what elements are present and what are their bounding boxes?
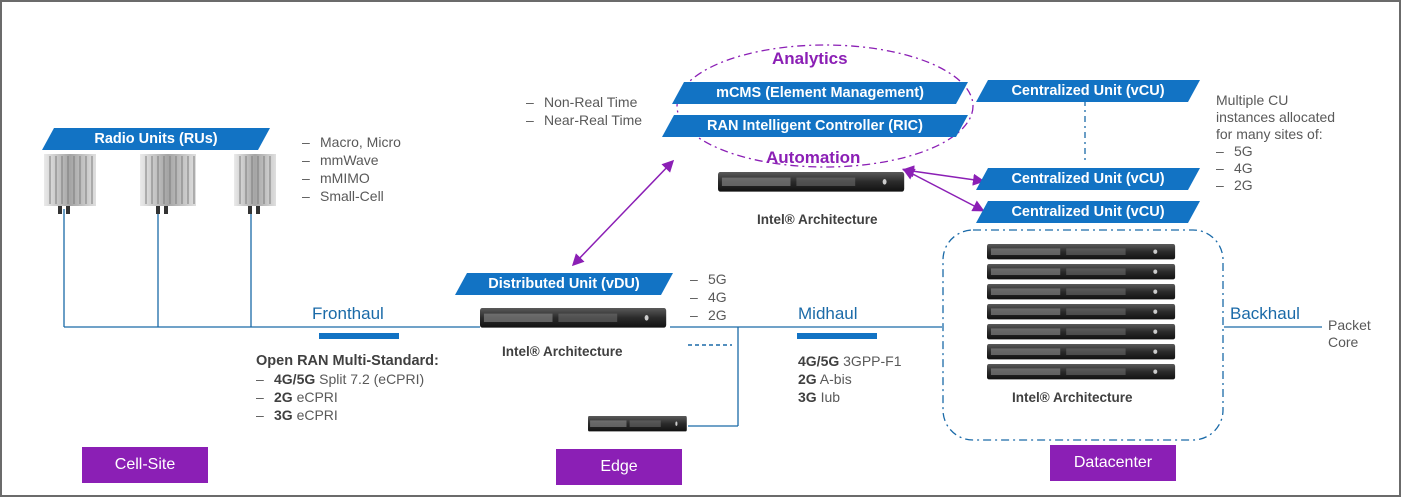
datacenter-box [942,229,1224,441]
fronthaul-bar [319,333,399,339]
ric-mode-list: –Non-Real Time –Near-Real Time [526,94,643,128]
small-server-icon [588,416,687,432]
ric-vcu-arrow [902,168,985,212]
top-server-icon [718,172,905,192]
midhaul-bar [797,333,877,339]
datacenter-architecture-label: Intel® Architecture [1012,390,1133,405]
midhaul-spec: 4G/5G 3GPP-F1 2G A-bis 3G Iub [798,353,902,405]
radio-unit-icon [140,154,196,214]
ru-type-list: –Macro, Micro –mmWave –mMIMO –Small-Cell [302,134,401,204]
packet-core-label: Packet Core [1328,317,1371,350]
cu-note: Multiple CU instances allocated for many… [1216,92,1336,193]
vcu-banner-1: Centralized Unit (vCU) [976,80,1200,102]
midhaul-label: Midhaul [798,304,858,323]
fronthaul-spec: Open RAN Multi-Standard: –4G/5G Split 7.… [256,353,439,423]
top-architecture-label: Intel® Architecture [757,212,878,227]
datacenter-server-stack [987,244,1176,380]
radio-units-image [44,154,276,214]
cell-site-label: Cell-Site [82,447,208,483]
analytics-ellipse [676,44,974,168]
du-generation-list: –5G –4G –2G [690,271,727,323]
analytics-label: Analytics [772,49,848,68]
du-ric-arrow [571,159,675,267]
fronthaul-spec-title: Open RAN Multi-Standard: [256,353,439,369]
mcms-banner: mCMS (Element Management) [672,82,968,104]
radio-unit-icon [234,154,276,214]
radio-units-banner: Radio Units (RUs) [42,128,270,150]
radio-unit-icon [44,154,96,214]
edge-architecture-label: Intel® Architecture [502,344,623,359]
vcu-banner-2: Centralized Unit (vCU) [976,168,1200,190]
edge-label: Edge [556,449,682,485]
automation-label: Automation [766,148,861,167]
ric-banner: RAN Intelligent Controller (RIC) [662,115,968,137]
distributed-unit-banner: Distributed Unit (vDU) [455,273,673,295]
datacenter-label: Datacenter [1050,445,1176,481]
vcu-banner-3: Centralized Unit (vCU) [976,201,1200,223]
fronthaul-label: Fronthaul [312,304,384,323]
edge-server-icon [480,308,667,328]
backhaul-label: Backhaul [1230,304,1300,323]
